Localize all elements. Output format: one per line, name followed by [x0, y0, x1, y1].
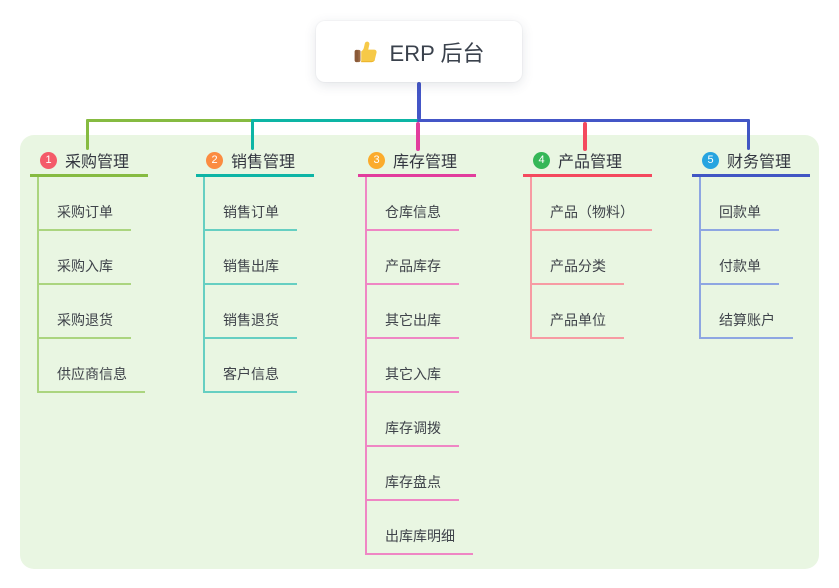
child-topic-node[interactable]: 采购退货	[39, 310, 131, 339]
branch-children: 仓库信息产品库存其它出库其它入库库存调拨库存盘点出库库明细	[365, 177, 476, 555]
branch-topic-label: 财务管理	[727, 154, 792, 171]
priority-badge: 5	[702, 151, 719, 169]
child-topic-row: 采购退货	[39, 285, 148, 339]
child-topic-row: 出库库明细	[367, 501, 476, 555]
branch-topic-node[interactable]: 2 销售管理	[196, 146, 314, 177]
child-topic-row: 库存盘点	[367, 447, 476, 501]
child-topic-node[interactable]: 其它出库	[367, 310, 459, 339]
branch-topic-label: 库存管理	[393, 154, 458, 171]
child-topic-row: 产品单位	[532, 285, 652, 339]
child-topic-row: 回款单	[701, 177, 810, 231]
branch-children: 销售订单销售出库销售退货客户信息	[203, 177, 314, 393]
child-topic-node[interactable]: 销售订单	[205, 202, 297, 231]
thumbs-up-icon	[354, 39, 380, 65]
child-topic-node[interactable]: 回款单	[701, 202, 779, 231]
connector-drop-branch-3	[416, 122, 420, 151]
child-topic-node[interactable]: 产品单位	[532, 310, 624, 339]
branch-topic-node[interactable]: 5 财务管理	[692, 146, 810, 177]
child-topic-row: 采购入库	[39, 231, 148, 285]
child-topic-row: 产品（物料）	[532, 177, 652, 231]
priority-badge: 2	[206, 151, 223, 169]
child-topic-node[interactable]: 客户信息	[205, 364, 297, 393]
child-topic-row: 供应商信息	[39, 339, 148, 393]
child-topic-row: 结算账户	[701, 285, 810, 339]
child-topic-node[interactable]: 库存盘点	[367, 472, 459, 501]
child-topic-node[interactable]: 产品分类	[532, 256, 624, 285]
child-topic-node[interactable]: 出库库明细	[367, 526, 473, 555]
child-topic-node[interactable]: 销售出库	[205, 256, 297, 285]
branch-topic-node[interactable]: 3 库存管理	[358, 146, 476, 177]
connector-line-horizontal-mid	[251, 119, 419, 122]
child-topic-node[interactable]: 产品库存	[367, 256, 459, 285]
child-topic-node[interactable]: 销售退货	[205, 310, 297, 339]
child-topic-row: 其它入库	[367, 339, 476, 393]
branch-topic-node[interactable]: 4 产品管理	[523, 146, 652, 177]
child-topic-node[interactable]: 采购入库	[39, 256, 131, 285]
branch-group-panel	[20, 135, 819, 569]
branch-topic-node[interactable]: 1 采购管理	[30, 146, 148, 177]
child-topic-node[interactable]: 仓库信息	[367, 202, 459, 231]
connector-line-horizontal-left	[86, 119, 253, 122]
branch-库存管理: 3 库存管理仓库信息产品库存其它出库其它入库库存调拨库存盘点出库库明细	[358, 146, 476, 555]
branch-topic-label: 采购管理	[65, 154, 130, 171]
priority-badge: 4	[533, 151, 550, 169]
child-topic-row: 销售订单	[205, 177, 314, 231]
root-topic-label: ERP 后台	[389, 40, 485, 66]
child-topic-node[interactable]: 结算账户	[701, 310, 793, 339]
child-topic-row: 销售出库	[205, 231, 314, 285]
branch-采购管理: 1 采购管理采购订单采购入库采购退货供应商信息	[30, 146, 148, 393]
branch-children: 产品（物料） 产品分类产品单位	[530, 177, 652, 339]
branch-topic-label: 销售管理	[231, 154, 296, 171]
priority-badge: 3	[368, 151, 385, 169]
root-topic-node[interactable]: ERP 后台	[316, 21, 522, 82]
child-topic-node[interactable]: 付款单	[701, 256, 779, 285]
branch-销售管理: 2 销售管理销售订单销售出库销售退货客户信息	[196, 146, 314, 393]
connector-line-horizontal-right	[417, 119, 750, 122]
child-topic-row: 产品分类	[532, 231, 652, 285]
connector-drop-branch-1	[86, 119, 89, 150]
child-topic-row: 付款单	[701, 231, 810, 285]
branch-children: 回款单付款单结算账户	[699, 177, 810, 339]
connector-drop-branch-5	[747, 119, 750, 150]
connector-drop-branch-4	[583, 122, 587, 151]
branch-children: 采购订单采购入库采购退货供应商信息	[37, 177, 148, 393]
child-topic-row: 仓库信息	[367, 177, 476, 231]
child-topic-node[interactable]: 库存调拨	[367, 418, 459, 447]
child-topic-node[interactable]: 采购订单	[39, 202, 131, 231]
child-topic-node[interactable]: 产品（物料）	[532, 202, 652, 231]
child-topic-row: 库存调拨	[367, 393, 476, 447]
connector-line-root-vertical	[417, 82, 421, 120]
branch-产品管理: 4 产品管理产品（物料） 产品分类产品单位	[523, 146, 652, 339]
child-topic-row: 销售退货	[205, 285, 314, 339]
child-topic-row: 产品库存	[367, 231, 476, 285]
child-topic-node[interactable]: 供应商信息	[39, 364, 145, 393]
child-topic-node[interactable]: 其它入库	[367, 364, 459, 393]
child-topic-row: 其它出库	[367, 285, 476, 339]
branch-财务管理: 5 财务管理回款单付款单结算账户	[692, 146, 810, 339]
child-topic-row: 采购订单	[39, 177, 148, 231]
child-topic-row: 客户信息	[205, 339, 314, 393]
priority-badge: 1	[40, 151, 57, 169]
connector-drop-branch-2	[251, 119, 254, 150]
branch-topic-label: 产品管理	[558, 154, 623, 171]
